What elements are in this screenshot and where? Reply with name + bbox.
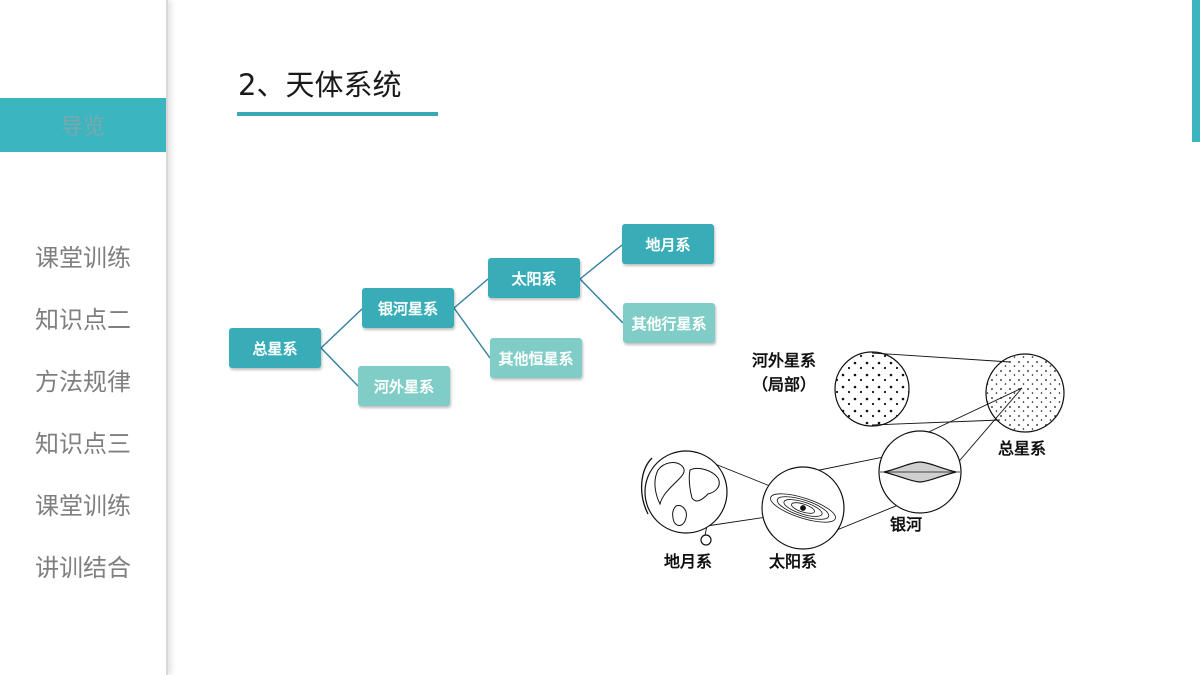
solar-orbits bbox=[770, 493, 836, 523]
tree-node-earth-moon-label: 地月系 bbox=[645, 236, 690, 254]
right-accent-bar bbox=[1192, 0, 1200, 142]
connector-solar-otherplanets bbox=[579, 278, 624, 324]
label-universe: 总星系 bbox=[998, 439, 1046, 458]
tree-node-solar-system: 太阳系 bbox=[488, 258, 580, 298]
nav-item-class-training-1[interactable]: 课堂训练 bbox=[35, 243, 131, 272]
nav-item-lecture-practice[interactable]: 讲训结合 bbox=[35, 553, 131, 582]
connector-root-milkyway bbox=[320, 308, 363, 349]
tree-node-other-stars-label: 其他恒星系 bbox=[498, 350, 573, 368]
earth-orbit-arc bbox=[641, 457, 653, 515]
tree-connectors bbox=[320, 244, 624, 387]
label-extragalactic: 河外星系 bbox=[752, 351, 816, 370]
tree-node-root-label: 总星系 bbox=[252, 340, 297, 358]
universe-circle bbox=[985, 353, 1065, 433]
tree-node-solar-system-label: 太阳系 bbox=[511, 270, 556, 288]
tree-node-other-galaxies-label: 河外星系 bbox=[374, 378, 434, 396]
nav-item-method-rules[interactable]: 方法规律 bbox=[35, 367, 131, 396]
extragalactic-circle bbox=[834, 351, 910, 427]
tree-node-other-planets: 其他行星系 bbox=[623, 303, 715, 343]
nav-item-knowledge-point-3[interactable]: 知识点三 bbox=[35, 429, 131, 458]
moon bbox=[700, 534, 712, 546]
connector-root-extragalactic bbox=[320, 347, 359, 387]
connector-milkyway-solar bbox=[453, 278, 489, 309]
page-title: 2、天体系统 bbox=[238, 68, 402, 102]
tree-node-other-galaxies: 河外星系 bbox=[358, 366, 450, 406]
nav-title[interactable]: 导览 bbox=[0, 98, 166, 152]
tree-node-milky-way-label: 银河星系 bbox=[378, 300, 438, 318]
tree-node-other-planets-label: 其他行星系 bbox=[631, 315, 706, 333]
tree-node-earth-moon: 地月系 bbox=[622, 224, 714, 264]
title-underline bbox=[237, 112, 438, 116]
nav-item-class-training-2[interactable]: 课堂训练 bbox=[35, 491, 131, 520]
connector-solar-earthmoon bbox=[579, 244, 623, 280]
tree-node-other-stars: 其他恒星系 bbox=[490, 338, 582, 378]
label-galaxy: 银河 bbox=[890, 515, 922, 534]
connector-milkyway-otherstars bbox=[453, 307, 491, 359]
nav-list: 课堂训练 知识点二 方法规律 知识点三 课堂训练 讲训结合 bbox=[0, 224, 166, 596]
earth-continents bbox=[654, 462, 720, 526]
nav-item-knowledge-point-2[interactable]: 知识点二 bbox=[35, 305, 131, 334]
celestial-illustration bbox=[641, 351, 1065, 550]
sidebar: 导览 课堂训练 知识点二 方法规律 知识点三 课堂训练 讲训结合 bbox=[0, 0, 168, 675]
label-extragalactic-note: （局部） bbox=[752, 375, 816, 394]
label-earth-moon: 地月系 bbox=[664, 552, 712, 571]
label-solar: 太阳系 bbox=[768, 552, 817, 571]
tree-node-root: 总星系 bbox=[229, 328, 321, 368]
tree-node-milky-way: 银河星系 bbox=[362, 288, 454, 328]
